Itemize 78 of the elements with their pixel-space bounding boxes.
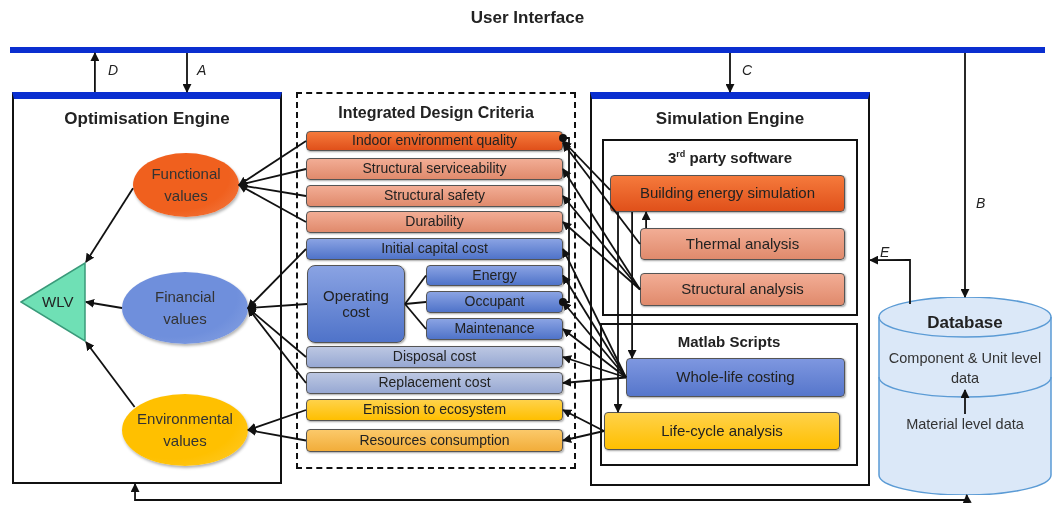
criterion-bar: Energy — [426, 265, 563, 286]
wlv-triangle: WLV — [20, 262, 86, 342]
edge-label: D — [108, 62, 119, 78]
criterion-bar: Durability — [306, 211, 563, 233]
connector-line — [404, 274, 427, 305]
panel-title: Integrated Design Criteria — [337, 104, 535, 122]
group-panel — [600, 323, 858, 466]
edge-label: B — [976, 195, 986, 211]
layer-label: Component & Unit level data — [884, 348, 1046, 390]
panel-title: Optimisation Engine — [63, 109, 231, 129]
arrow — [562, 274, 627, 379]
criterion-bar: Disposal cost — [306, 346, 563, 368]
arrow — [238, 184, 307, 223]
criterion-bar: Occupant — [426, 291, 563, 313]
criterion-bar: Emission to ecosystem — [306, 399, 563, 421]
engine-panel — [12, 92, 282, 484]
arrow — [562, 409, 605, 432]
bar-title: User Interface — [470, 8, 585, 28]
criteria-panel — [296, 92, 576, 469]
arrow — [85, 187, 134, 263]
arrow — [562, 142, 641, 245]
edge-label: A — [197, 62, 207, 78]
arrow — [869, 255, 911, 305]
arrow — [562, 140, 611, 191]
connector-line — [404, 303, 427, 330]
value-ellipse: Functional values — [133, 153, 239, 217]
group-panel — [602, 139, 858, 316]
arrow — [627, 211, 637, 359]
arrow — [725, 52, 735, 93]
arrow — [247, 307, 307, 384]
arrow — [641, 211, 651, 229]
arrow — [130, 483, 972, 504]
group-title: Matlab Scripts — [676, 333, 782, 350]
link-line — [559, 134, 570, 306]
layer-label: Material level data — [884, 414, 1046, 436]
arrow — [562, 221, 641, 291]
edge-label: C — [742, 62, 753, 78]
arrow — [960, 389, 970, 415]
cylinder-title: Database — [926, 313, 1004, 333]
arrow — [562, 430, 605, 444]
edge-label: E — [880, 244, 890, 260]
module-bar: Whole-life costing — [626, 358, 845, 397]
arrow — [562, 376, 627, 387]
arrow — [562, 195, 641, 291]
criterion-bar: Maintenance — [426, 318, 563, 340]
arrow — [247, 248, 307, 309]
arrow — [85, 298, 123, 309]
value-ellipse: Environmental values — [122, 394, 248, 466]
criterion-bar: Structural safety — [306, 185, 563, 207]
arrow — [238, 140, 307, 186]
arrow — [90, 52, 100, 93]
connector-line — [404, 301, 427, 305]
arrow — [613, 211, 623, 413]
module-bar: Thermal analysis — [640, 228, 845, 260]
panel-title: Simulation Engine — [654, 109, 806, 129]
arrow — [182, 52, 192, 93]
arrow — [247, 427, 307, 442]
criterion-bar: Replacement cost — [306, 372, 563, 394]
arrow — [960, 52, 970, 298]
arrow — [562, 355, 627, 379]
module-bar: Structural analysis — [640, 273, 845, 306]
criterion-bar: Structural serviceability — [306, 158, 563, 180]
group-title: 3$^{rd}$ party software — [666, 149, 793, 166]
database-cylinder — [878, 297, 1052, 495]
engine-panel — [590, 92, 870, 486]
arrow — [247, 307, 307, 358]
arrow — [85, 341, 136, 408]
module-bar: Building energy simulation — [610, 175, 845, 212]
arrow — [247, 409, 307, 432]
module-bar: Life-cycle analysis — [604, 412, 840, 450]
criterion-bar: Indoor environment quality — [306, 131, 563, 151]
value-ellipse: Financial values — [122, 272, 248, 344]
criterion-bar: Initial capital cost — [306, 238, 563, 260]
criterion-bar: Resources consumption — [306, 429, 563, 452]
criterion-box: Operating cost — [307, 265, 405, 343]
arrow — [562, 328, 627, 379]
arrow — [238, 181, 307, 197]
arrow — [247, 302, 308, 312]
